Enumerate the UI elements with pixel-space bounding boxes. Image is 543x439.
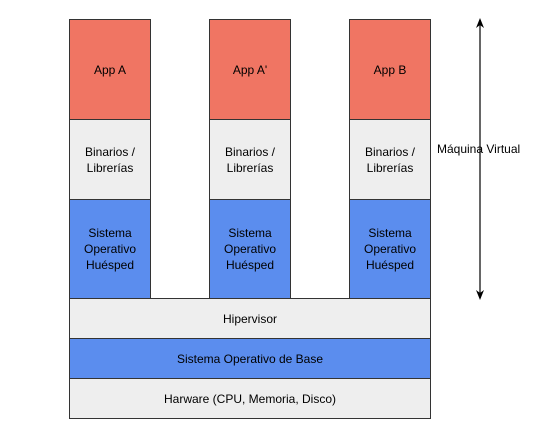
libraries-box: Binarios / Librerías <box>69 119 151 200</box>
app-box: App B <box>349 19 431 120</box>
libraries-box: Binarios / Librerías <box>349 119 431 200</box>
virtual-machine-label: Máquina Virtual <box>437 142 521 156</box>
guest-os-box: Sistema Operativo Huésped <box>69 199 151 299</box>
guest-os-box: Sistema Operativo Huésped <box>349 199 431 299</box>
libraries-box: Binarios / Librerías <box>209 119 291 200</box>
hardware-layer: Harware (CPU, Memoria, Disco) <box>69 378 431 419</box>
guest-os-box: Sistema Operativo Huésped <box>209 199 291 299</box>
host-os-layer: Sistema Operativo de Base <box>69 338 431 379</box>
app-box: App A <box>69 19 151 120</box>
hypervisor-layer: Hipervisor <box>69 298 431 339</box>
double-arrow-icon <box>476 18 484 300</box>
app-box: App A' <box>209 19 291 120</box>
